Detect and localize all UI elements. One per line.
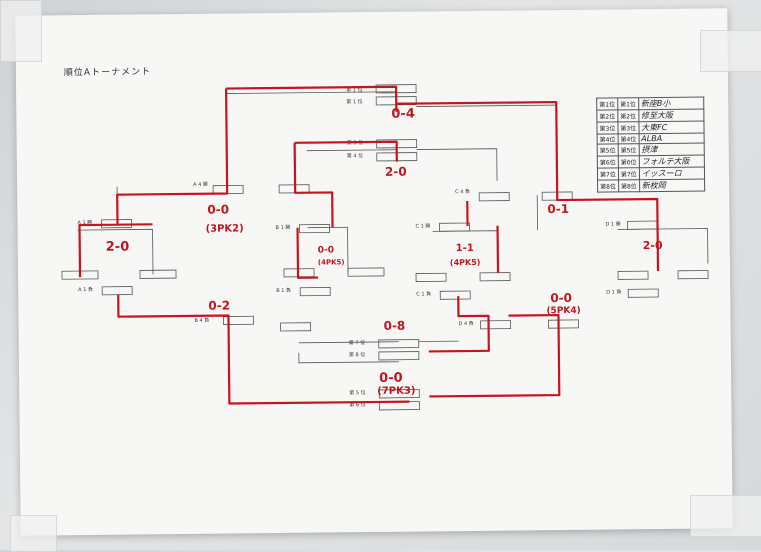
score-fifth: 0-0: [379, 371, 403, 386]
bracket-diagram: 第 1 位 第 1 位 第 3 位 第 4 位 A 4 勝 C 4 負 A 1 …: [61, 84, 709, 411]
score-final: 0-4: [391, 107, 415, 122]
ranking-row: 第7位第7位イッスーロ: [597, 167, 705, 181]
score-qf-b-pk: (4PK5): [318, 258, 345, 266]
tape-top-right: [700, 30, 761, 72]
rank-label-inner: 第5位: [618, 143, 639, 156]
tape-bottom-right: [690, 495, 761, 537]
rank-team-name: フォルテ大阪: [638, 155, 705, 168]
ranking-row: 第6位第6位フォルテ大阪: [597, 155, 705, 169]
ranking-row: 第5位第5位摂津: [597, 143, 704, 157]
rank-label-inner: 第8位: [618, 179, 640, 192]
score-qf-b: 0-0: [318, 245, 334, 255]
rank-label: 第3位: [596, 121, 618, 135]
score-fifth-pk: (7PK3): [377, 386, 415, 397]
tape-bottom-left: [10, 515, 57, 552]
rank-label: 第4位: [597, 133, 619, 145]
score-seventh: 0-8: [383, 319, 405, 333]
tape-top-left: [0, 0, 42, 62]
ranking-row: 第1位第1位新座B小: [596, 97, 704, 111]
rank-team-name: 摂津: [638, 143, 704, 156]
rank-label-inner: 第3位: [617, 121, 639, 134]
score-qf-c: 1-1: [456, 243, 474, 254]
rank-label-inner: 第6位: [618, 155, 640, 168]
label-b1-win: B 1 勝: [275, 224, 290, 231]
ranking-row: 第3位第3位大東FC: [596, 121, 704, 135]
score-semi-right: 0-1: [547, 202, 569, 216]
rank-label-inner: 第7位: [618, 167, 640, 180]
label-first: 第 1 位: [346, 86, 362, 93]
label-seventh: 第 7 位: [349, 339, 365, 346]
score-third: 2-0: [385, 165, 407, 179]
label-a1-win: A 1 勝: [77, 219, 92, 226]
score-qf-c-pk: (4PK5): [450, 258, 481, 267]
rank-label: 第8位: [597, 179, 619, 193]
label-d1-win: D 1 勝: [605, 220, 620, 227]
score-semi-left: 0-0: [207, 203, 229, 217]
score-qf-d: 2-0: [643, 239, 663, 252]
winner-path-lines: [78, 85, 660, 405]
rank-label-inner: 第2位: [617, 109, 639, 122]
tournament-sheet: 順位Aトーナメント: [15, 8, 733, 536]
rank-label-inner: 第4位: [617, 133, 639, 144]
ranking-row: 第8位第8位新枚岡: [597, 179, 705, 193]
score-semi-left-pk: (3PK2): [205, 223, 243, 234]
rank-team-name: 新座B小: [638, 97, 704, 110]
rank-label: 第1位: [596, 97, 618, 111]
label-eighth: 第 8 位: [349, 351, 365, 358]
rank-team-name: ALBA: [638, 133, 704, 144]
rank-team-name: 新枚岡: [639, 179, 705, 192]
label-second: 第 1 位: [346, 98, 362, 105]
label-c4: C 4 負: [455, 188, 470, 195]
label-b4: B 4 負: [194, 317, 209, 324]
label-c1-lose: C 1 負: [416, 290, 431, 297]
label-c1-win: C 1 勝: [415, 222, 430, 229]
rank-label: 第6位: [597, 155, 619, 169]
rank-label: 第2位: [596, 109, 618, 123]
rank-team-name: イッスーロ: [639, 167, 705, 180]
label-fourth: 第 4 位: [347, 152, 363, 159]
label-b1-lose: B 1 負: [276, 287, 291, 294]
score-lower-right: 0-0: [550, 291, 572, 305]
label-fifth: 第 5 位: [349, 389, 365, 396]
label-a4: A 4 勝: [193, 181, 208, 188]
score-lower-right-pk: (5PK4): [546, 306, 580, 316]
rank-label: 第5位: [597, 143, 619, 157]
label-sixth: 第 6 位: [349, 401, 365, 408]
rank-label: 第7位: [597, 167, 619, 181]
printed-lines: [77, 91, 709, 364]
score-lower-left: 0-2: [208, 299, 230, 313]
label-d4: D 4 負: [459, 320, 474, 327]
rank-team-name: 修至大阪: [638, 109, 704, 122]
scores: 0-4 2-0 0-0 (3PK2) 0-1 2-0 0-0 (4PK5) 1-…: [106, 107, 663, 397]
label-d1-lose: D 1 負: [606, 288, 621, 295]
ranking-row: 第2位第2位修至大阪: [596, 109, 704, 123]
label-a1-lose: A 1 負: [78, 286, 93, 293]
rank-team-name: 大東FC: [638, 121, 704, 134]
score-qf-a: 2-0: [106, 240, 130, 255]
rank-label-inner: 第1位: [617, 97, 639, 110]
